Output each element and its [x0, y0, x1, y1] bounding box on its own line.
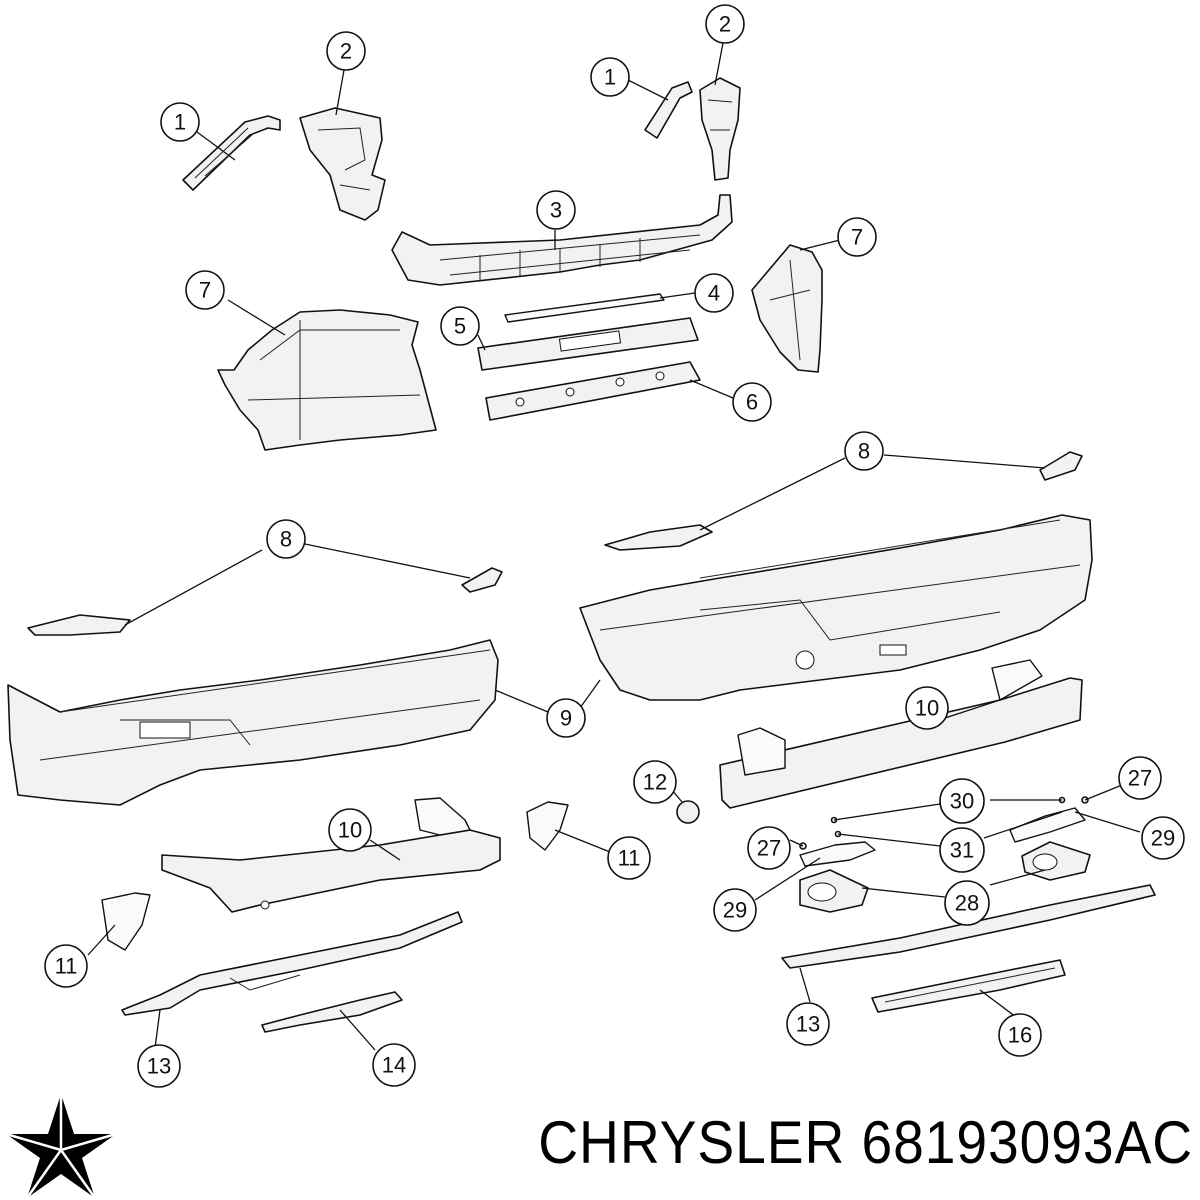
- callout-7: 7: [185, 270, 225, 310]
- callout-29: 29: [713, 888, 757, 932]
- part-10-right-beam: [719, 659, 1083, 809]
- part-7-right-corner: [751, 244, 823, 373]
- callout-8: 8: [266, 519, 306, 559]
- part-16-right-molding: [871, 959, 1066, 1013]
- part-10-left-beam: [161, 797, 501, 913]
- svg-text:7: 7: [851, 225, 863, 250]
- callout-16: 16: [998, 1013, 1042, 1057]
- svg-text:11: 11: [618, 846, 641, 871]
- leader-lines: [87, 42, 1141, 1051]
- brand-name: CHRYSLER: [538, 1109, 846, 1176]
- callout-10: 10: [328, 808, 372, 852]
- callout-6: 6: [732, 382, 772, 422]
- callout-5: 5: [440, 306, 480, 346]
- part-11-plates: [101, 801, 569, 951]
- svg-text:11: 11: [55, 954, 78, 979]
- part-2-left-mount: [299, 107, 386, 221]
- svg-text:5: 5: [454, 314, 466, 339]
- svg-text:27: 27: [1128, 766, 1152, 791]
- callout-1: 1: [160, 102, 200, 142]
- svg-text:1: 1: [604, 65, 616, 90]
- callout-11: 11: [607, 836, 651, 880]
- part-13-left-trim: [121, 911, 463, 1016]
- svg-text:4: 4: [708, 281, 720, 306]
- svg-text:29: 29: [1151, 826, 1175, 851]
- callout-9: 9: [546, 698, 586, 738]
- part-6-panel: [485, 361, 701, 421]
- svg-text:10: 10: [338, 818, 362, 843]
- part-title: CHRYSLER 68193093AC: [508, 1103, 1193, 1183]
- callout-2: 2: [705, 4, 745, 44]
- svg-text:2: 2: [719, 12, 731, 37]
- part-1-right-bracket: [644, 81, 693, 139]
- part-14-left-molding: [261, 991, 403, 1033]
- part-13-right-trim: [781, 884, 1156, 969]
- svg-text:29: 29: [723, 898, 747, 923]
- callout-31: 31: [939, 827, 985, 873]
- part-7-left-corner: [217, 309, 437, 451]
- svg-text:28: 28: [955, 891, 979, 916]
- callout-11: 11: [44, 944, 88, 988]
- svg-text:10: 10: [915, 696, 939, 721]
- callout-2: 2: [326, 31, 366, 71]
- svg-text:12: 12: [643, 770, 667, 795]
- part-number: 68193093AC: [861, 1109, 1193, 1176]
- svg-text:13: 13: [147, 1054, 171, 1079]
- callout-13: 13: [786, 1002, 830, 1046]
- svg-text:1: 1: [174, 110, 186, 135]
- svg-text:8: 8: [280, 527, 292, 552]
- part-3-reinforcement: [391, 194, 733, 286]
- part-9-right-fascia: [579, 514, 1093, 701]
- part-28-exhaust-tips: [799, 841, 1091, 913]
- callout-30: 30: [939, 778, 985, 824]
- svg-text:8: 8: [858, 439, 870, 464]
- part-9-left-fascia: [7, 639, 499, 806]
- svg-text:7: 7: [199, 278, 211, 303]
- callout-27: 27: [747, 826, 791, 870]
- callout-27: 27: [1118, 756, 1162, 800]
- callout-7: 7: [837, 217, 877, 257]
- callout-14: 14: [372, 1043, 416, 1087]
- parts-27-31-hardware: [799, 796, 1089, 867]
- part-8-reflectors: [27, 451, 1083, 636]
- callout-13: 13: [137, 1044, 181, 1088]
- callout-12: 12: [633, 760, 677, 804]
- callouts: 1 2 1 2 3 7 7 4 5 6 8 8 9 10 10 12 11 11…: [44, 4, 1185, 1088]
- svg-text:3: 3: [550, 198, 562, 223]
- svg-text:13: 13: [796, 1012, 820, 1037]
- chrysler-pentastar-icon: [5, 1094, 117, 1199]
- callout-10: 10: [905, 686, 949, 730]
- callout-4: 4: [694, 273, 734, 313]
- svg-text:27: 27: [757, 836, 781, 861]
- callout-3: 3: [536, 190, 576, 230]
- part-4-strip: [504, 293, 665, 323]
- callout-29: 29: [1141, 816, 1185, 860]
- svg-text:6: 6: [746, 390, 758, 415]
- callout-28: 28: [944, 880, 990, 926]
- svg-text:30: 30: [950, 789, 974, 814]
- svg-text:14: 14: [382, 1053, 406, 1078]
- part-1-left-bracket: [182, 115, 281, 191]
- svg-text:9: 9: [560, 706, 572, 731]
- callout-1: 1: [590, 57, 630, 97]
- part-2-right-mount: [699, 77, 741, 181]
- svg-text:16: 16: [1008, 1023, 1032, 1048]
- svg-text:31: 31: [950, 838, 974, 863]
- part-5-panel: [477, 317, 699, 371]
- svg-text:2: 2: [340, 39, 352, 64]
- callout-8: 8: [844, 431, 884, 471]
- part-12-plug: [676, 800, 700, 824]
